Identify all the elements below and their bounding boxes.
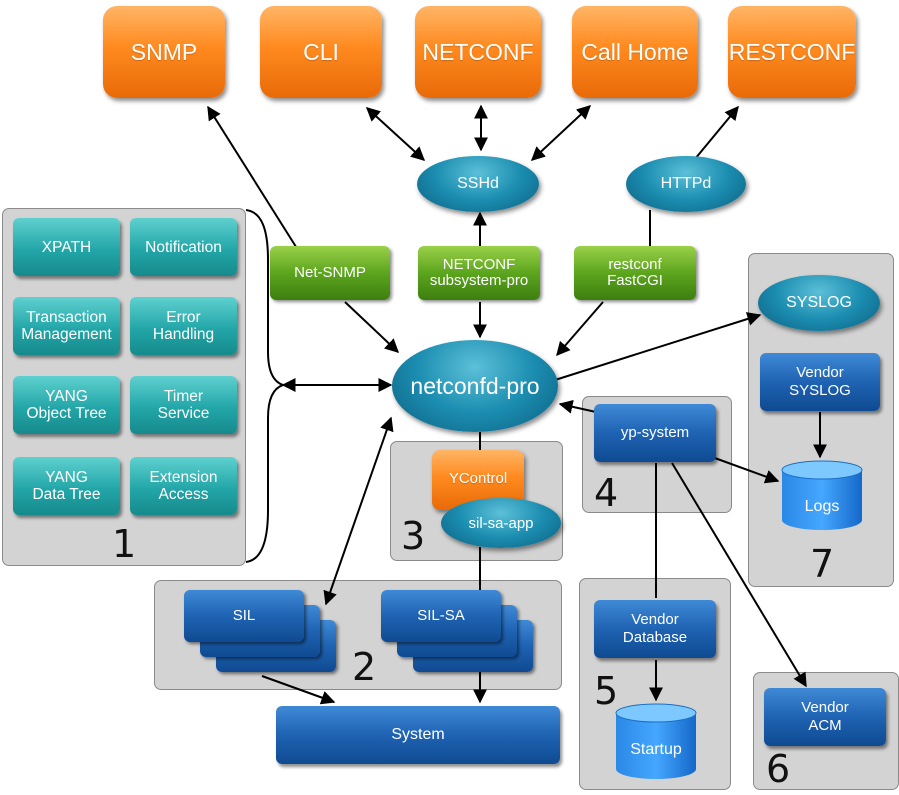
sil-box: SIL xyxy=(184,590,304,642)
snmp-box: SNMP xyxy=(103,6,225,98)
yang-object-tree-box: YANG Object Tree xyxy=(13,376,120,434)
httpd-label: HTTPd xyxy=(660,175,712,192)
sshd-label: SSHd xyxy=(457,175,499,192)
extension-access-label: Extension Access xyxy=(149,469,218,503)
error-handling-label: Error Handling xyxy=(152,309,215,343)
logs-label: Logs xyxy=(804,498,840,515)
netconfd-pro-label: netconfd-pro xyxy=(410,372,540,399)
vendor-syslog-box: Vendor SYSLOG xyxy=(760,353,880,411)
restconf-fastcgi-label: restconf FastCGI xyxy=(607,256,663,289)
vendor-acm-label: Vendor ACM xyxy=(801,699,849,734)
startup-cylinder: Startup xyxy=(614,703,698,781)
vendor-database-label: Vendor Database xyxy=(622,611,688,646)
sil-label: SIL xyxy=(232,607,256,624)
cli-box: CLI xyxy=(260,6,382,98)
snmp-label: SNMP xyxy=(130,38,198,65)
net-snmp-label: Net-SNMP xyxy=(294,264,366,281)
startup-label: Startup xyxy=(630,741,682,758)
net-snmp-box: Net-SNMP xyxy=(270,246,390,300)
notification-box: Notification xyxy=(130,218,237,276)
error-handling-box: Error Handling xyxy=(130,297,237,355)
netconfd-pro-oval: netconfd-pro xyxy=(392,340,558,432)
httpd-oval: HTTPd xyxy=(626,156,746,212)
netconf-subsystem-label: NETCONF subsystem-pro xyxy=(429,256,529,289)
panel-number-6: 6 xyxy=(766,747,791,791)
vendor-syslog-label: Vendor SYSLOG xyxy=(789,364,851,399)
netconf-label: NETCONF xyxy=(422,38,534,65)
panel-number-7: 7 xyxy=(810,542,835,586)
startup-cylinder-shape xyxy=(615,703,697,779)
restconf-label: RESTCONF xyxy=(728,38,856,65)
transaction-management-label: Transaction Management xyxy=(21,309,112,343)
cli-label: CLI xyxy=(303,38,339,65)
arrow-cli-sshd xyxy=(365,107,426,161)
arrow-callhome-sshd xyxy=(530,105,592,161)
logs-cylinder: Logs xyxy=(780,460,864,532)
vendor-acm-box: Vendor ACM xyxy=(764,688,886,746)
extension-access-box: Extension Access xyxy=(130,457,237,515)
silsa-box: SIL-SA xyxy=(381,590,501,642)
netconf-subsystem-box: NETCONF subsystem-pro xyxy=(418,246,540,300)
sshd-oval: SSHd xyxy=(417,156,539,212)
panel-number-1: 1 xyxy=(112,522,137,566)
sil-sa-app-oval: sil-sa-app xyxy=(441,498,561,548)
panel-number-4: 4 xyxy=(594,471,619,515)
yp-system-label: yp-system xyxy=(620,424,690,441)
timer-service-box: Timer Service xyxy=(130,376,237,434)
system-label: System xyxy=(391,726,445,743)
logs-cylinder-shape xyxy=(781,460,863,530)
xpath-label: XPATH xyxy=(41,238,92,256)
restconf-box: RESTCONF xyxy=(728,6,856,98)
notification-label: Notification xyxy=(145,238,222,256)
yang-data-tree-label: YANG Data Tree xyxy=(32,469,101,503)
arrow-fastcgi-netconfd xyxy=(556,301,604,357)
arrow-netconfd-syslog xyxy=(554,312,762,381)
ycontrol-label: YControl xyxy=(448,470,508,487)
sil-sa-app-label: sil-sa-app xyxy=(468,514,534,532)
xpath-box: XPATH xyxy=(13,218,120,276)
arrow-netsnmp-netconfd xyxy=(344,301,400,353)
restconf-fastcgi-box: restconf FastCGI xyxy=(574,246,696,300)
panel-number-3: 3 xyxy=(401,514,426,558)
yp-system-box: yp-system xyxy=(594,404,716,462)
yang-data-tree-box: YANG Data Tree xyxy=(13,457,120,515)
syslog-label: SYSLOG xyxy=(786,294,852,311)
transaction-management-box: Transaction Management xyxy=(13,297,120,355)
timer-service-label: Timer Service xyxy=(157,388,210,422)
panel-number-2: 2 xyxy=(352,645,377,689)
arrow-netconfd-sil xyxy=(323,416,394,606)
panel-number-5: 5 xyxy=(594,669,619,713)
yang-object-tree-label: YANG Object Tree xyxy=(26,388,107,422)
silsa-label: SIL-SA xyxy=(417,607,465,624)
callhome-box: Call Home xyxy=(572,6,698,98)
netconf-box: NETCONF xyxy=(415,6,541,98)
vendor-database-box: Vendor Database xyxy=(594,600,716,658)
system-box: System xyxy=(276,706,560,764)
callhome-label: Call Home xyxy=(581,38,689,65)
syslog-oval: SYSLOG xyxy=(758,275,880,331)
